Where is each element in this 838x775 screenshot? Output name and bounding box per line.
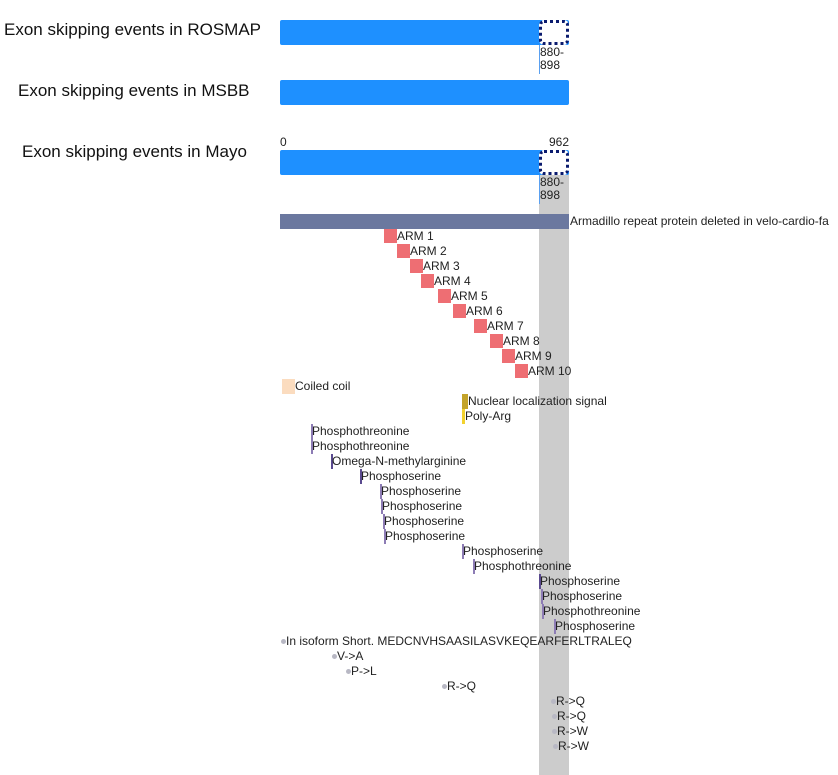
ptm-marker[interactable] (360, 469, 362, 484)
mayo-bar[interactable] (280, 150, 569, 175)
axis-start: 0 (280, 135, 287, 149)
variant-label: R->Q (556, 694, 586, 708)
ptm-label: Phosphoserine (381, 484, 462, 498)
region-label: Coiled coil (295, 379, 351, 393)
arm-repeat-box[interactable] (474, 319, 487, 333)
mayo-exon-box[interactable] (539, 150, 569, 175)
ptm-marker[interactable] (331, 454, 333, 469)
variant-dot[interactable] (442, 684, 447, 689)
arm-repeat-label: ARM 6 (466, 304, 503, 318)
variant-label: R->Q (557, 709, 587, 723)
variant-label: P->L (351, 664, 377, 678)
ptm-marker[interactable] (380, 484, 382, 499)
ptm-label: Phosphoserine (361, 469, 442, 483)
ptm-marker[interactable] (473, 559, 475, 574)
arm-repeat-label: ARM 2 (410, 244, 447, 258)
ptm-label: Phosphothreonine (543, 604, 641, 618)
ptm-marker[interactable] (311, 424, 313, 439)
rosmap-exon-tick (539, 45, 540, 74)
protein-label: Armadillo repeat protein deleted in velo… (570, 214, 829, 228)
arm-repeat-box[interactable] (502, 349, 515, 363)
ptm-label: Phosphothreonine (312, 439, 410, 453)
track-title-msbb: Exon skipping events in MSBB (18, 81, 250, 100)
arm-repeat-box[interactable] (438, 289, 451, 303)
arm-repeat-label: ARM 5 (451, 289, 488, 303)
arm-repeat-label: ARM 4 (434, 274, 471, 288)
rosmap-exon-box[interactable] (539, 20, 569, 45)
arm-repeat-label: ARM 10 (528, 364, 572, 378)
variant-dot[interactable] (552, 714, 557, 719)
rosmap-exon-label: 880- 898 (540, 45, 565, 72)
variant-label: V->A (337, 649, 364, 663)
variant-label: R->W (558, 739, 589, 753)
ptm-marker[interactable] (384, 529, 386, 544)
highlight-band (539, 165, 569, 775)
ptm-label: Phosphothreonine (312, 424, 410, 438)
arm-repeat-box[interactable] (410, 259, 423, 273)
variant-dot[interactable] (346, 669, 351, 674)
ptm-marker[interactable] (541, 589, 543, 604)
ptm-marker[interactable] (383, 514, 385, 529)
arm-repeat-box[interactable] (453, 304, 466, 318)
axis-end: 962 (549, 135, 570, 149)
ptm-label: Phosphoserine (555, 619, 636, 633)
ptm-label: Phosphoserine (463, 544, 544, 558)
ptm-marker[interactable] (542, 604, 544, 619)
mayo-exon-label: 880- 898 (540, 175, 565, 202)
variant-dot[interactable] (332, 654, 337, 659)
arm-repeat-label: ARM 1 (397, 229, 434, 243)
ptm-label: Phosphoserine (542, 589, 623, 603)
region-marker[interactable] (462, 409, 465, 424)
ptm-marker[interactable] (311, 439, 313, 454)
track-title-mayo: Exon skipping events in Mayo (22, 142, 247, 161)
protein-bar[interactable] (280, 214, 569, 229)
arm-repeat-box[interactable] (397, 244, 410, 258)
ptm-marker[interactable] (539, 574, 541, 589)
ptm-label: Phosphoserine (382, 499, 463, 513)
track-title-rosmap: Exon skipping events in ROSMAP (4, 20, 262, 39)
rosmap-bar[interactable] (280, 20, 569, 45)
variant-dot[interactable] (552, 729, 557, 734)
ptm-marker[interactable] (554, 619, 556, 634)
msbb-bar[interactable] (280, 80, 569, 105)
arm-repeat-box[interactable] (421, 274, 434, 288)
ptm-marker[interactable] (462, 544, 464, 559)
ptm-label: Phosphoserine (540, 574, 621, 588)
region-marker[interactable] (462, 394, 468, 409)
ptm-label: Phosphothreonine (474, 559, 572, 573)
ptm-label: Phosphoserine (385, 529, 466, 543)
arm-repeat-label: ARM 7 (487, 319, 524, 333)
arm-repeat-label: ARM 9 (515, 349, 552, 363)
variant-label: R->W (557, 724, 588, 738)
ptm-marker[interactable] (381, 499, 383, 514)
region-label: Poly-Arg (465, 409, 512, 423)
variant-dot[interactable] (553, 744, 558, 749)
arm-repeat-label: ARM 8 (503, 334, 540, 348)
arm-repeat-box[interactable] (515, 364, 528, 378)
mayo-exon-tick (539, 175, 540, 204)
ptm-label: Omega-N-methylarginine (332, 454, 467, 468)
region-marker[interactable] (282, 379, 295, 394)
arm-repeat-box[interactable] (490, 334, 503, 348)
arm-repeat-label: ARM 3 (423, 259, 460, 273)
variant-dot[interactable] (551, 699, 556, 704)
region-label: Nuclear localization signal (468, 394, 607, 408)
variant-label: In isoform Short. MEDCNVHSAASILASVKEQEAR… (286, 634, 632, 648)
arm-repeat-box[interactable] (384, 229, 397, 243)
variant-dot[interactable] (281, 639, 286, 644)
ptm-label: Phosphoserine (384, 514, 465, 528)
variant-label: R->Q (447, 679, 477, 693)
